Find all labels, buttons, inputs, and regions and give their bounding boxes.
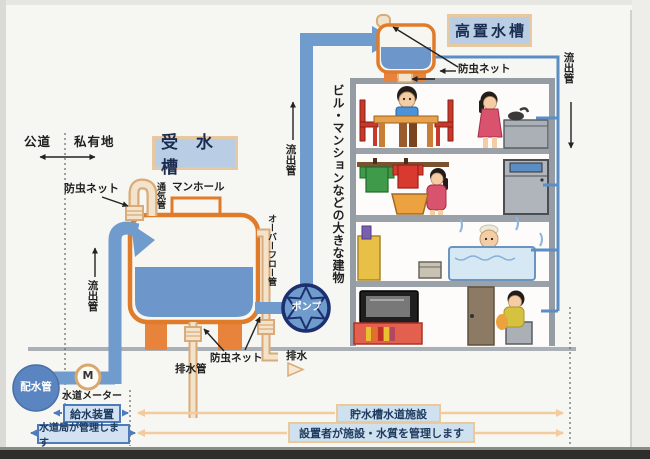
floor1-dining-kitchen-scene (359, 86, 549, 149)
public-road-label: 公道 (24, 134, 52, 149)
outflow-pipe-riser-label: 流出管 (284, 144, 297, 176)
boundary-dotted-lines (64, 133, 571, 446)
supply-device-box: 給水装置 (63, 404, 121, 423)
annotation-arrows (39, 26, 574, 352)
water-meter-label: 水道メーター (62, 391, 122, 402)
management-arrows (30, 409, 564, 437)
outflow-pipe-left-label: 流出管 (86, 280, 99, 312)
floor3-bath-scene (357, 216, 543, 281)
floor4-livingroom-toilet-scene (353, 286, 533, 346)
insect-net-top-label: 防虫ネット (64, 182, 119, 195)
distribution-pipe-circle (12, 364, 60, 412)
insect-net-bottom-label: 防虫ネット (210, 352, 263, 364)
vent-pipe-shape (125, 178, 158, 221)
building-caption: ビル・マンションなどの大きな建物 (331, 84, 345, 284)
floor2-laundry-scene (357, 158, 549, 215)
private-land-label: 私有地 (74, 134, 115, 149)
drain-pipe-label: 排水管 (175, 363, 207, 375)
ground-line (28, 347, 576, 351)
overflow-pipe-shape (257, 228, 305, 378)
pump-and-riser (255, 26, 396, 333)
drain-label: 排水 (286, 350, 307, 362)
insect-net-elevated-label: 防虫ネット (458, 63, 511, 75)
distribution-pipe-label: 配水管 (20, 381, 52, 393)
inflow-arrow-icon (131, 224, 155, 257)
elevated-tank (376, 14, 436, 83)
overflow-pipe-label: オーバーフロー管 (266, 214, 276, 286)
outflow-pipe-right-label: 流出管 (562, 52, 575, 84)
receiving-tank (127, 196, 261, 350)
drain-pipe-shape (184, 322, 202, 418)
water-meter-circle (74, 363, 102, 391)
installer-manages-box: 設置者が施設・水質を管理します (288, 422, 475, 443)
drain-arrow-icon (287, 361, 305, 378)
storage-facility-box: 貯水槽水道施設 (336, 404, 441, 423)
elevated-tank-title: 高置水槽 (447, 14, 532, 47)
pump-label: ポンプ (291, 302, 322, 313)
receiving-tank-title: 受 水 槽 (152, 133, 238, 178)
manhole-label: マンホール (172, 181, 225, 193)
meter-symbol: M (82, 369, 94, 382)
bureau-manages-box: 水道局が管理します (37, 423, 130, 449)
vent-pipe-label: 通気管 (155, 182, 165, 209)
building-supply-pipe (434, 55, 560, 313)
